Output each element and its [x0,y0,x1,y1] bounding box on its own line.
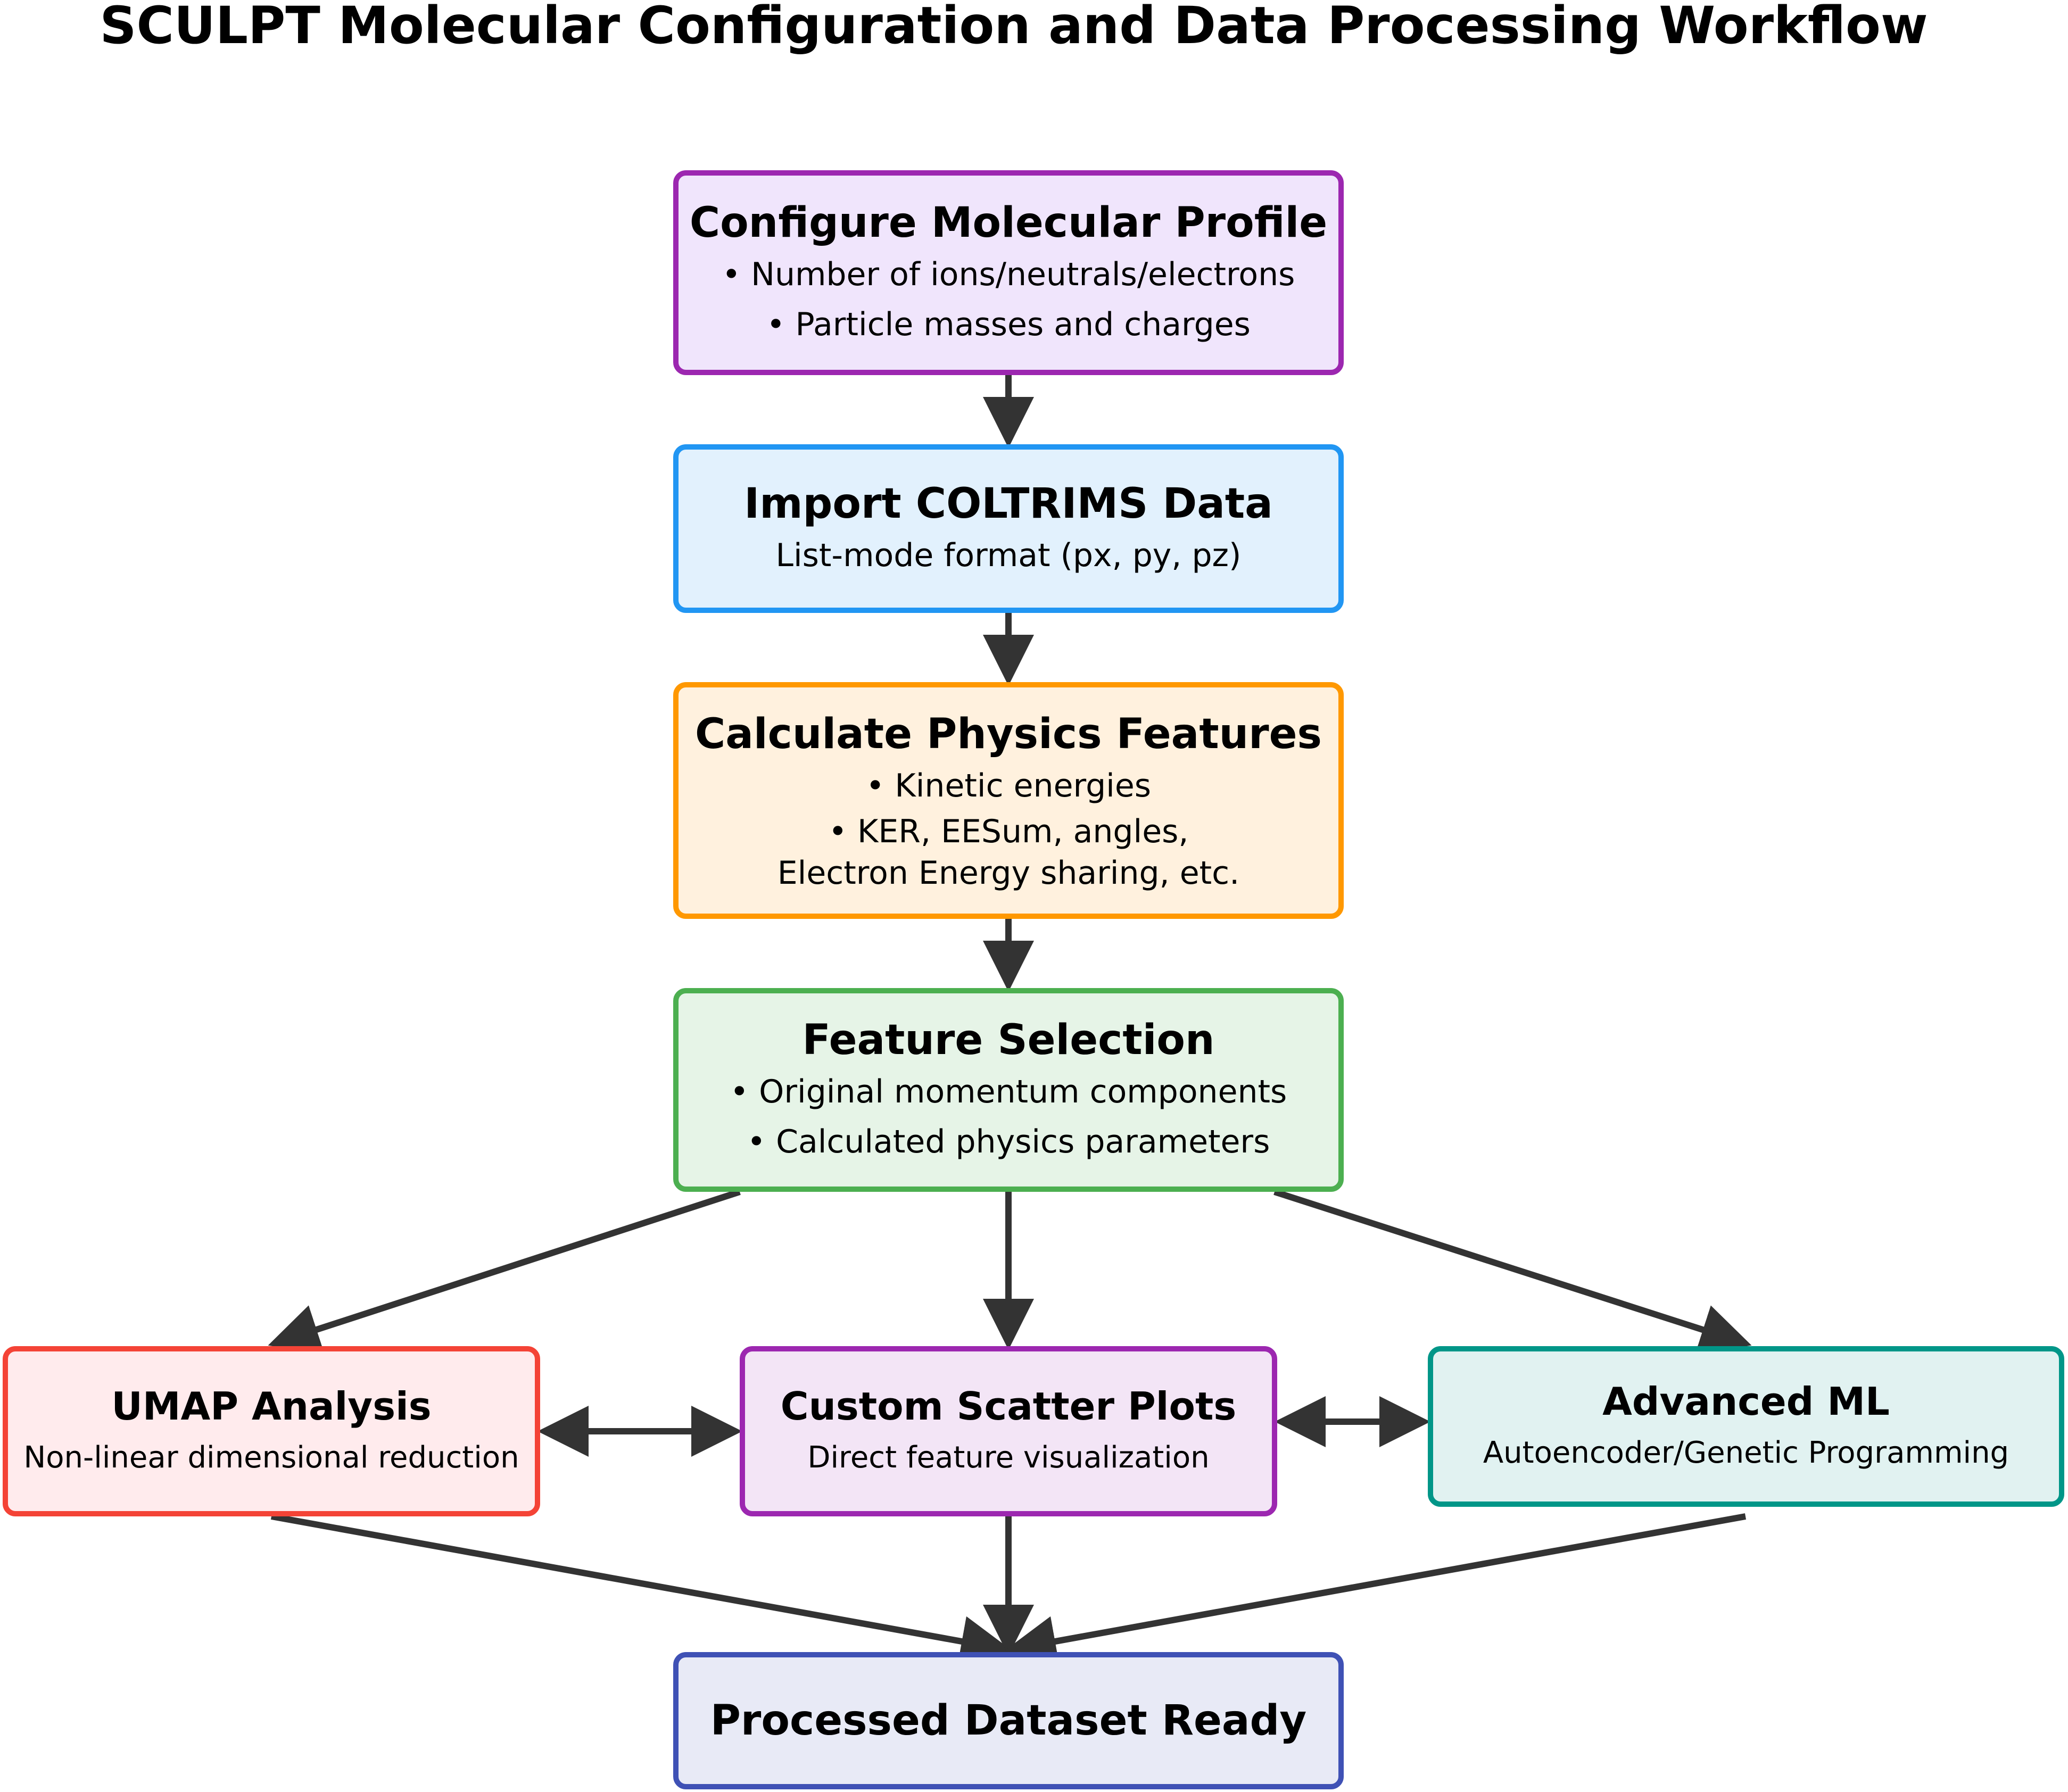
node-subtitle: Non-linear dimensional reduction [23,1440,519,1475]
node-configure-molecular-profile: Configure Molecular Profile • Number of … [673,170,1344,375]
node-title: Feature Selection [802,1016,1215,1064]
node-title: Processed Dataset Ready [710,1697,1307,1745]
node-custom-scatter-plots: Custom Scatter Plots Direct feature visu… [740,1346,1277,1516]
diagram-title: SCULPT Molecular Configuration and Data … [100,0,1928,55]
node-advanced-ml: Advanced ML Autoencoder/Genetic Programm… [1428,1346,2064,1507]
node-title: Configure Molecular Profile [689,198,1328,247]
arrow-selection-to-umap [268,1189,741,1354]
node-bullet: • Kinetic energies [865,767,1152,804]
node-import-coltrims-data: Import COLTRIMS Data List-mode format (p… [673,444,1344,613]
node-bullet-continuation: Electron Energy sharing, etc. [777,854,1240,892]
node-bullet: • Particle masses and charges [766,305,1251,343]
node-bullet: • Calculated physics parameters [747,1123,1270,1160]
node-title: Import COLTRIMS Data [744,479,1273,528]
node-bullet: • Number of ions/neutrals/electrons [722,255,1295,293]
node-calculate-physics-features: Calculate Physics Features • Kinetic ene… [673,682,1344,919]
node-bullet: • Original momentum components [730,1073,1287,1110]
arrow-selection-to-advanced [1273,1189,1752,1354]
arrow-advanced-to-processed [1005,1513,1747,1667]
node-processed-dataset-ready: Processed Dataset Ready [673,1652,1344,1789]
node-bullet: • KER, EESum, angles, [828,812,1189,850]
node-title: Custom Scatter Plots [780,1384,1237,1429]
node-subtitle: Autoencoder/Genetic Programming [1483,1436,2009,1470]
arrow-umap-to-processed [270,1513,1012,1667]
node-title: Calculate Physics Features [695,710,1322,758]
node-feature-selection: Feature Selection • Original momentum co… [673,988,1344,1192]
node-umap-analysis: UMAP Analysis Non-linear dimensional red… [3,1346,540,1516]
node-subtitle: Direct feature visualization [807,1440,1210,1475]
node-subtitle: List-mode format (px, py, pz) [775,536,1242,574]
node-title: Advanced ML [1602,1379,1890,1424]
node-title: UMAP Analysis [111,1384,432,1429]
